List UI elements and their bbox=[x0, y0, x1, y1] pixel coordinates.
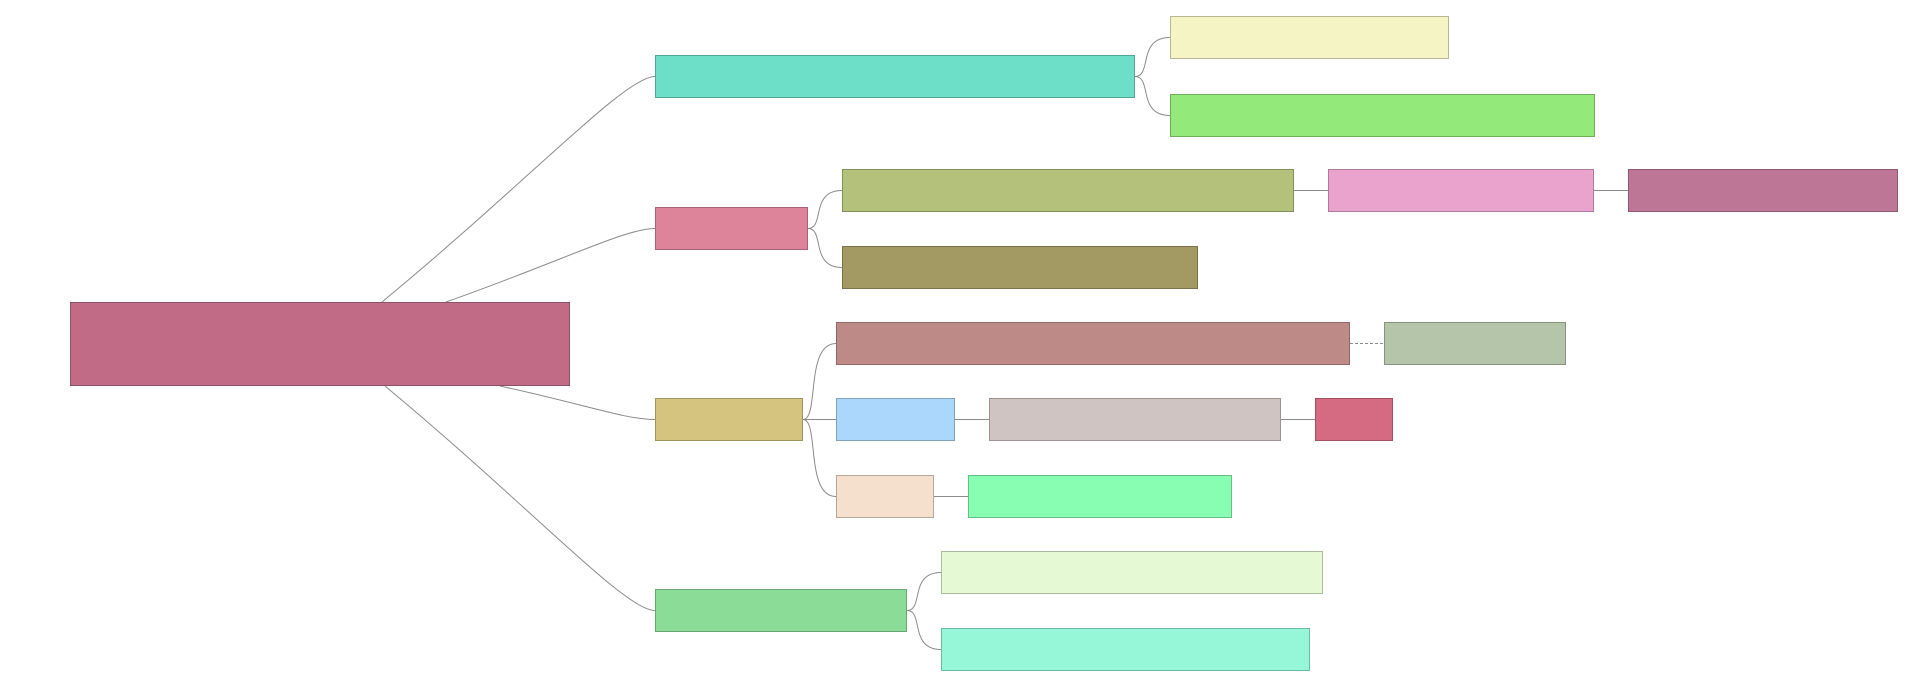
connector-root-b4 bbox=[384, 385, 656, 611]
topic-node-b3[interactable] bbox=[655, 398, 803, 441]
topic-node-b3b2[interactable] bbox=[1315, 398, 1393, 441]
connector-b4-b4a bbox=[906, 572, 942, 611]
topic-node-b2[interactable] bbox=[655, 207, 808, 250]
topic-node-b2a2[interactable] bbox=[1628, 169, 1898, 212]
connector-root-b1 bbox=[381, 76, 656, 303]
topic-node-b4b[interactable] bbox=[941, 628, 1310, 671]
connector-b4-b4b bbox=[906, 610, 942, 650]
topic-node-b3b[interactable] bbox=[836, 398, 955, 441]
topic-node-b2a[interactable] bbox=[842, 169, 1294, 212]
connector-root-b2 bbox=[445, 228, 656, 303]
topic-node-b3c1[interactable] bbox=[968, 475, 1232, 518]
topic-node-b3a1[interactable] bbox=[1384, 322, 1566, 365]
topic-node-b4a[interactable] bbox=[941, 551, 1323, 594]
connector-b1-b1b bbox=[1134, 76, 1171, 116]
topic-node-b1[interactable] bbox=[655, 55, 1135, 98]
topic-node-b4[interactable] bbox=[655, 589, 907, 632]
connector-b3-b3a bbox=[802, 343, 837, 420]
connector-b2-b2b bbox=[807, 228, 843, 268]
topic-node-b3a[interactable] bbox=[836, 322, 1350, 365]
connector-b1-b1a bbox=[1134, 37, 1171, 77]
topic-node-b1a[interactable] bbox=[1170, 16, 1449, 59]
connector-b2-b2a bbox=[807, 190, 843, 229]
connector-b3-b3c bbox=[802, 419, 837, 497]
topic-node-b3b1[interactable] bbox=[989, 398, 1281, 441]
root-topic-node[interactable] bbox=[70, 302, 570, 386]
topic-node-b3c[interactable] bbox=[836, 475, 934, 518]
topic-node-b2a1[interactable] bbox=[1328, 169, 1594, 212]
connector-root-b3 bbox=[499, 385, 656, 420]
topic-node-b2b[interactable] bbox=[842, 246, 1198, 289]
topic-node-b1b[interactable] bbox=[1170, 94, 1595, 137]
